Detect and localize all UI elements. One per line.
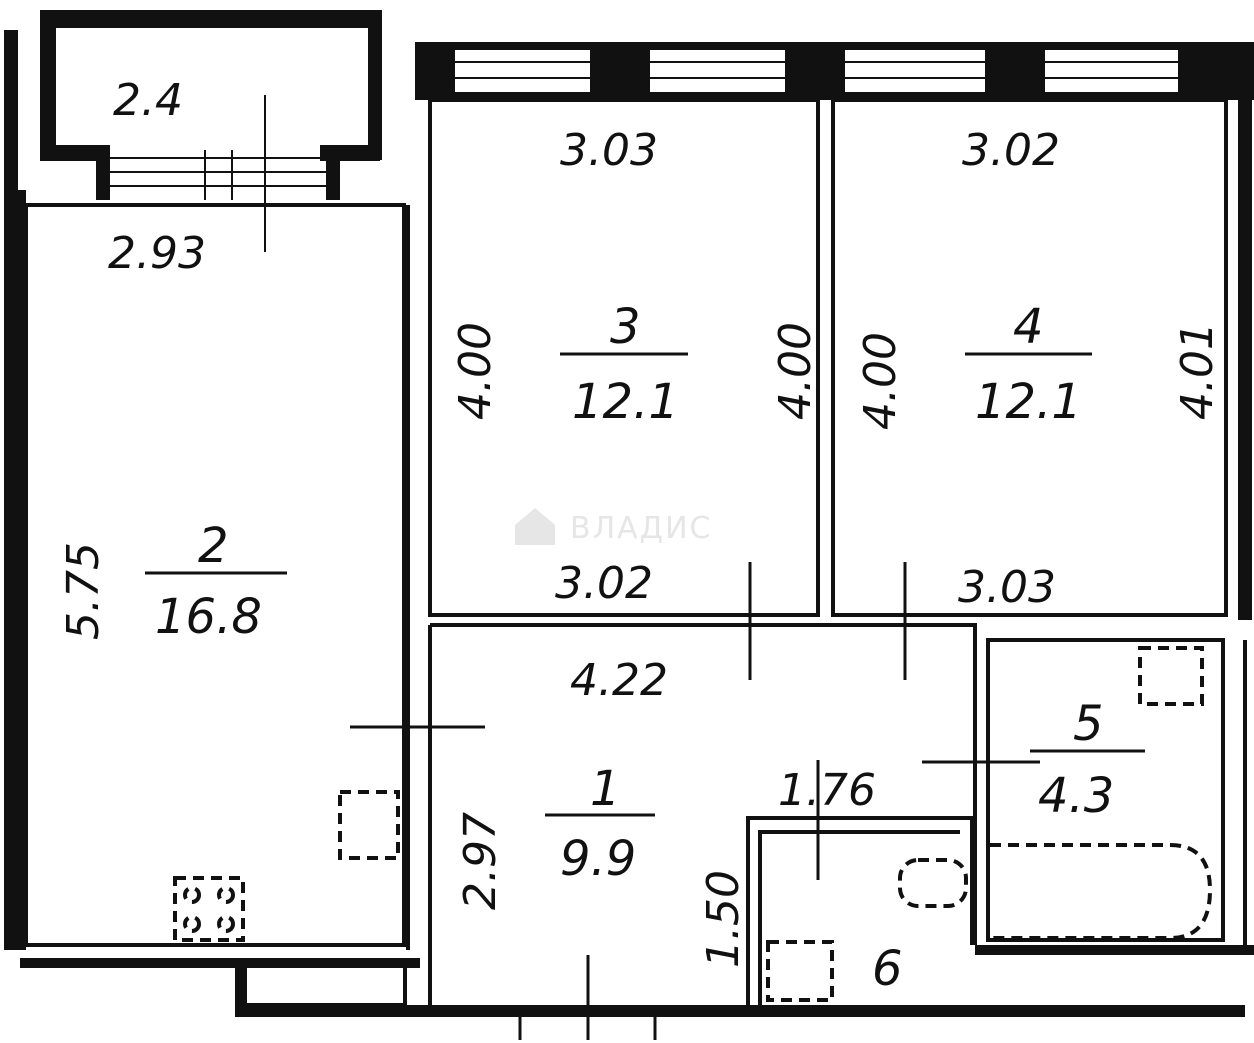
room4-number: 4 (1013, 299, 1044, 355)
room2-height-dim: 5.75 (58, 542, 109, 640)
room2-area: 16.8 (155, 589, 262, 645)
walls (4, 10, 1254, 1017)
room3-top-dim: 3.03 (560, 125, 658, 176)
wc-height-dim: 1.50 (698, 870, 749, 968)
stove-fixture (338, 790, 400, 860)
room4-top-dim: 3.02 (962, 125, 1060, 176)
room1-area: 9.9 (560, 831, 636, 887)
watermark: ВЛАДИС (515, 508, 713, 546)
room3-bottom-dim: 3.02 (555, 558, 653, 609)
window-lines (110, 61, 1178, 252)
hall-width-dim: 4.22 (570, 655, 668, 706)
room1-number: 1 (590, 761, 621, 817)
room2-number: 2 (198, 518, 229, 574)
fixtures (173, 646, 1213, 1002)
sink-fixture (1138, 646, 1204, 706)
balcony-area-label: 2.4 (113, 75, 183, 126)
bathtub-fixture (990, 843, 1213, 940)
room4-area: 12.1 (975, 374, 1082, 430)
bath-width-dim: 1.76 (778, 765, 876, 816)
room4-left-dim: 4.00 (855, 332, 906, 430)
dimension-ticks (350, 562, 1040, 1040)
room3-number: 3 (610, 299, 641, 355)
room3-left-dim: 4.00 (450, 322, 501, 420)
hob-fixture (173, 876, 245, 942)
room3-area: 12.1 (572, 374, 679, 430)
room6-number: 6 (872, 941, 903, 997)
watermark-text: ВЛАДИС (570, 511, 713, 546)
washbasin-fixture (898, 858, 968, 908)
room5-area: 4.3 (1038, 768, 1114, 824)
toilet-fixture (766, 940, 834, 1002)
room5-number: 5 (1073, 696, 1104, 752)
fraction-bars (145, 352, 1145, 817)
room3-right-dim: 4.00 (770, 322, 821, 420)
balcony-width-label: 2.93 (108, 228, 206, 279)
hall-height-dim: 2.97 (455, 812, 506, 910)
room4-right-dim: 4.01 (1172, 322, 1223, 420)
room4-bottom-dim: 3.03 (958, 562, 1056, 613)
